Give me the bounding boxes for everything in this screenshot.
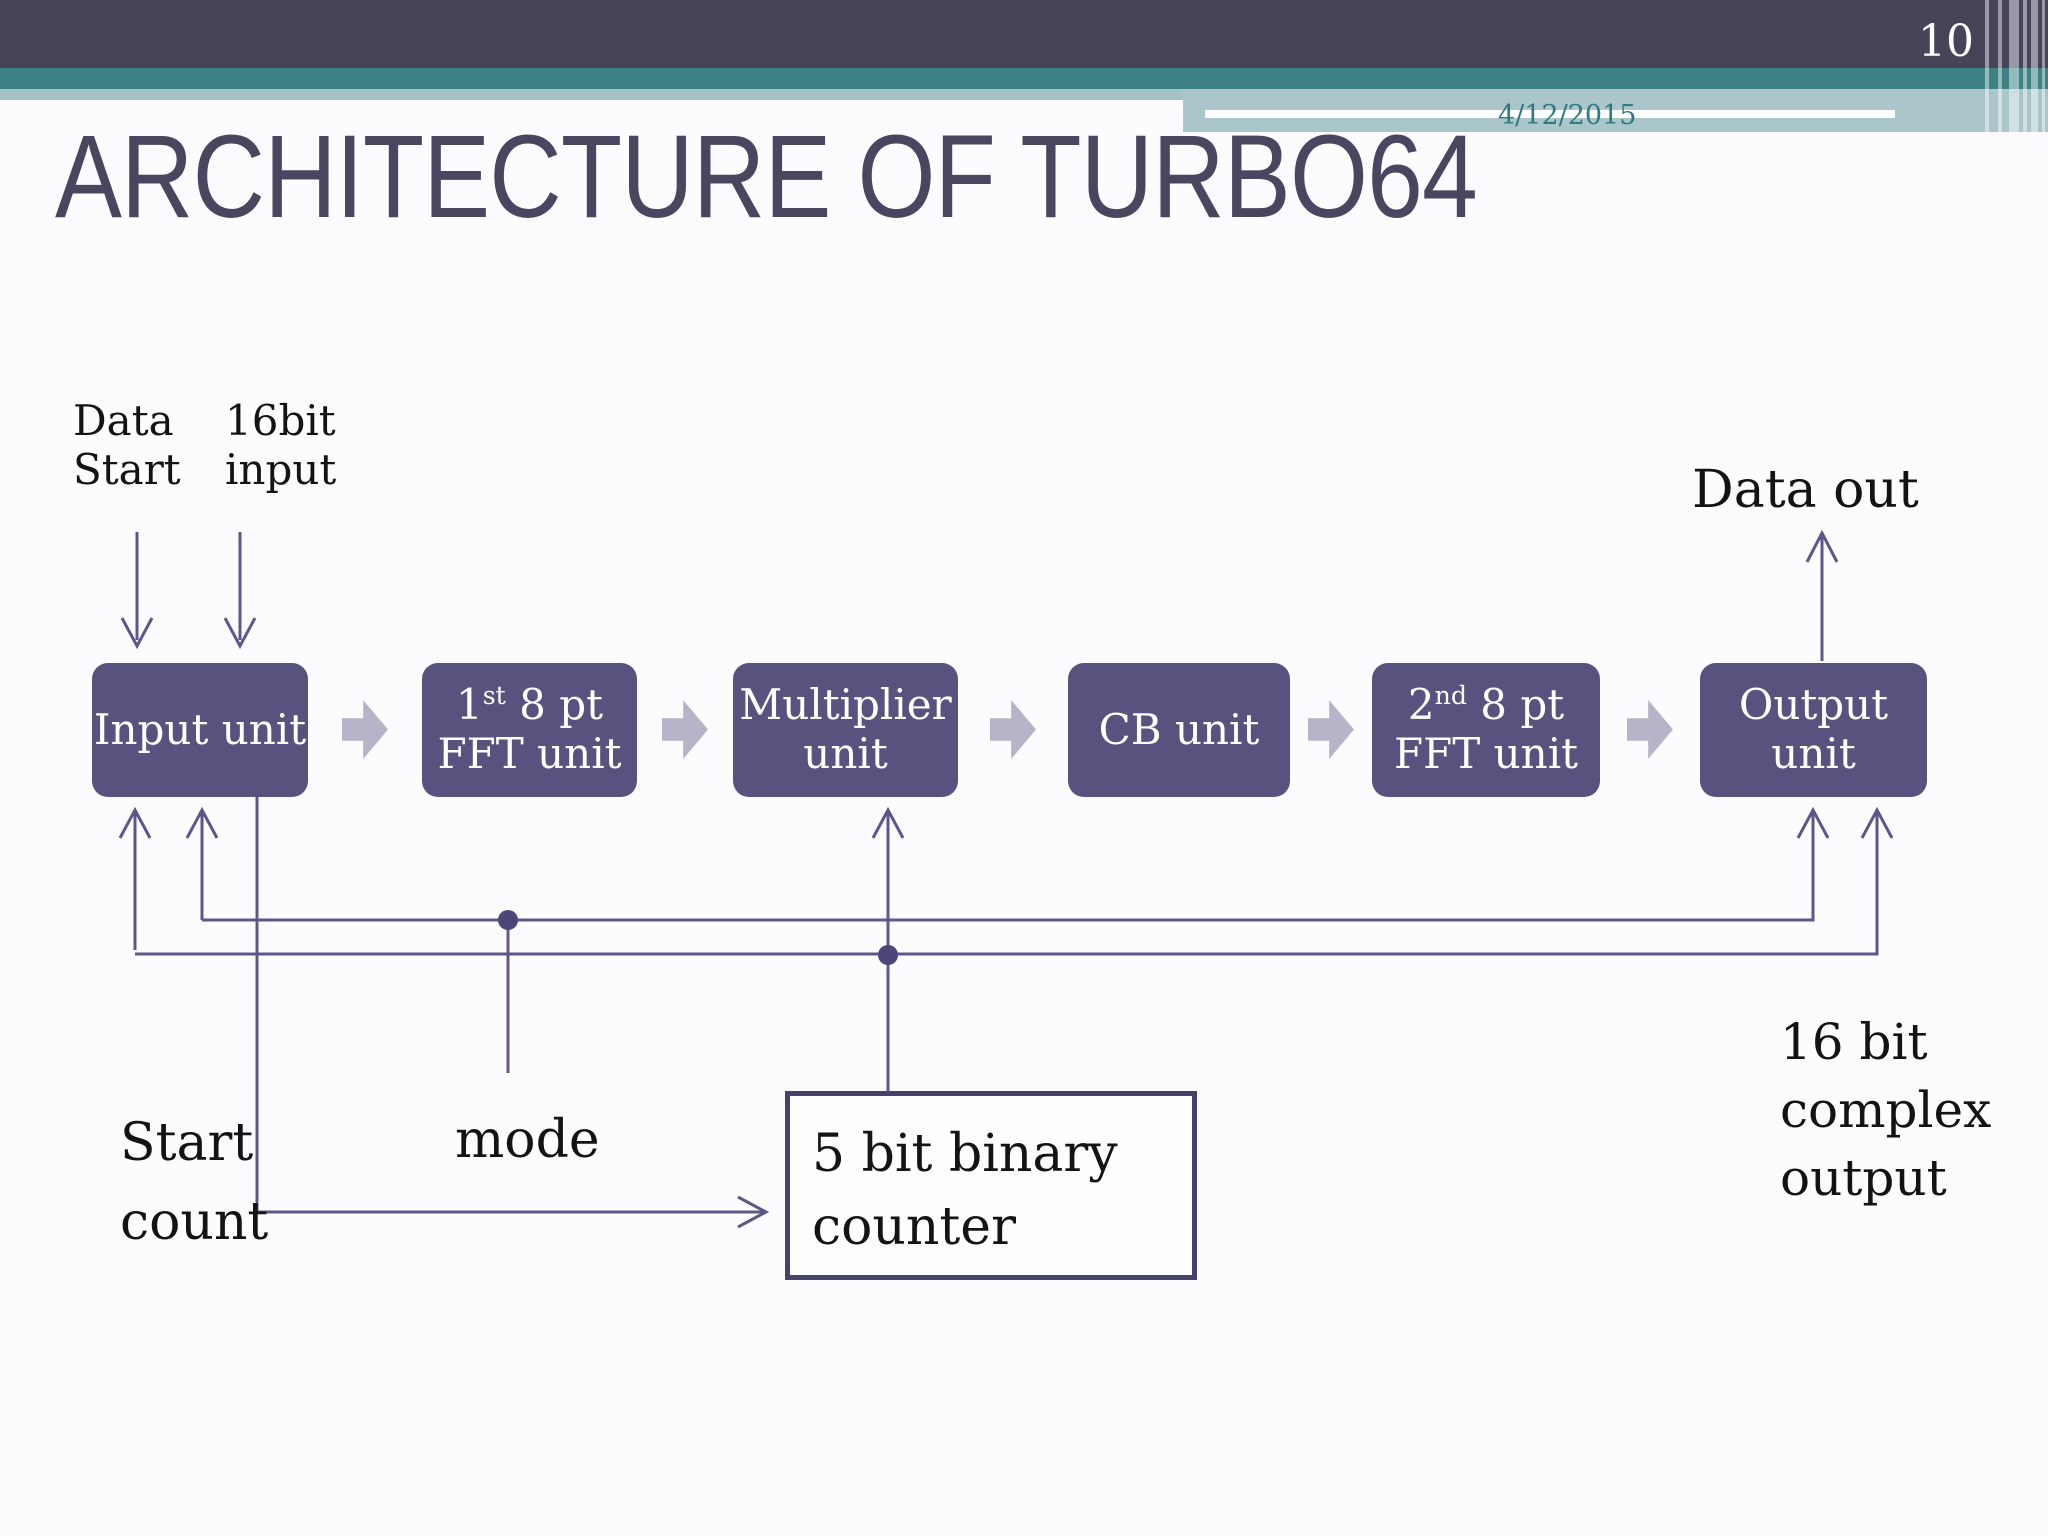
header-white-strip	[1205, 110, 1895, 118]
output-unit-box: Output unit	[1700, 663, 1927, 797]
junction-dots	[498, 910, 898, 965]
flow-arrow-1	[342, 700, 388, 759]
multiplier-unit-box: Multiplier unit	[733, 663, 958, 797]
fft1-unit-box: 1st 8 pt FFT unit	[422, 663, 637, 797]
input-unit-box: Input unit	[92, 663, 308, 797]
counter-to-multiplier-line	[871, 806, 905, 1091]
data-start-label: Data Start	[73, 396, 181, 495]
data-out-label: Data out	[1692, 460, 1919, 520]
start-count-label: Start count	[120, 1113, 269, 1253]
flow-arrow-4	[1308, 700, 1354, 759]
flow-arrow-3	[990, 700, 1036, 759]
data-start-arrow	[120, 532, 154, 650]
flow-arrow-2	[662, 700, 708, 759]
binary-counter-box: 5 bit binary counter	[785, 1091, 1197, 1280]
slide-date: 4/12/2015	[1498, 100, 1637, 131]
fft2-unit-box: 2nd 8 pt FFT unit	[1372, 663, 1600, 797]
complex-output-label: 16 bit complex output	[1780, 1013, 1992, 1207]
data-out-arrow	[1805, 529, 1839, 661]
header-bar-light-teal	[0, 89, 2048, 100]
page-title: ARCHITECTURE OF TURBO64	[55, 111, 1478, 243]
cb-unit-box: CB unit	[1068, 663, 1290, 797]
page-number: 10	[1918, 16, 1974, 67]
lower-bus-line	[118, 806, 1894, 956]
header-pinstripes	[1985, 0, 2048, 134]
mode-label: mode	[455, 1110, 600, 1170]
input-16bit-label: 16bit input	[225, 396, 337, 495]
header-bar-teal	[0, 68, 2048, 89]
upper-bus-line	[185, 806, 1830, 922]
flow-arrow-5	[1627, 700, 1673, 759]
header-bar-dark	[0, 0, 2048, 68]
input-16bit-arrow	[223, 532, 257, 650]
